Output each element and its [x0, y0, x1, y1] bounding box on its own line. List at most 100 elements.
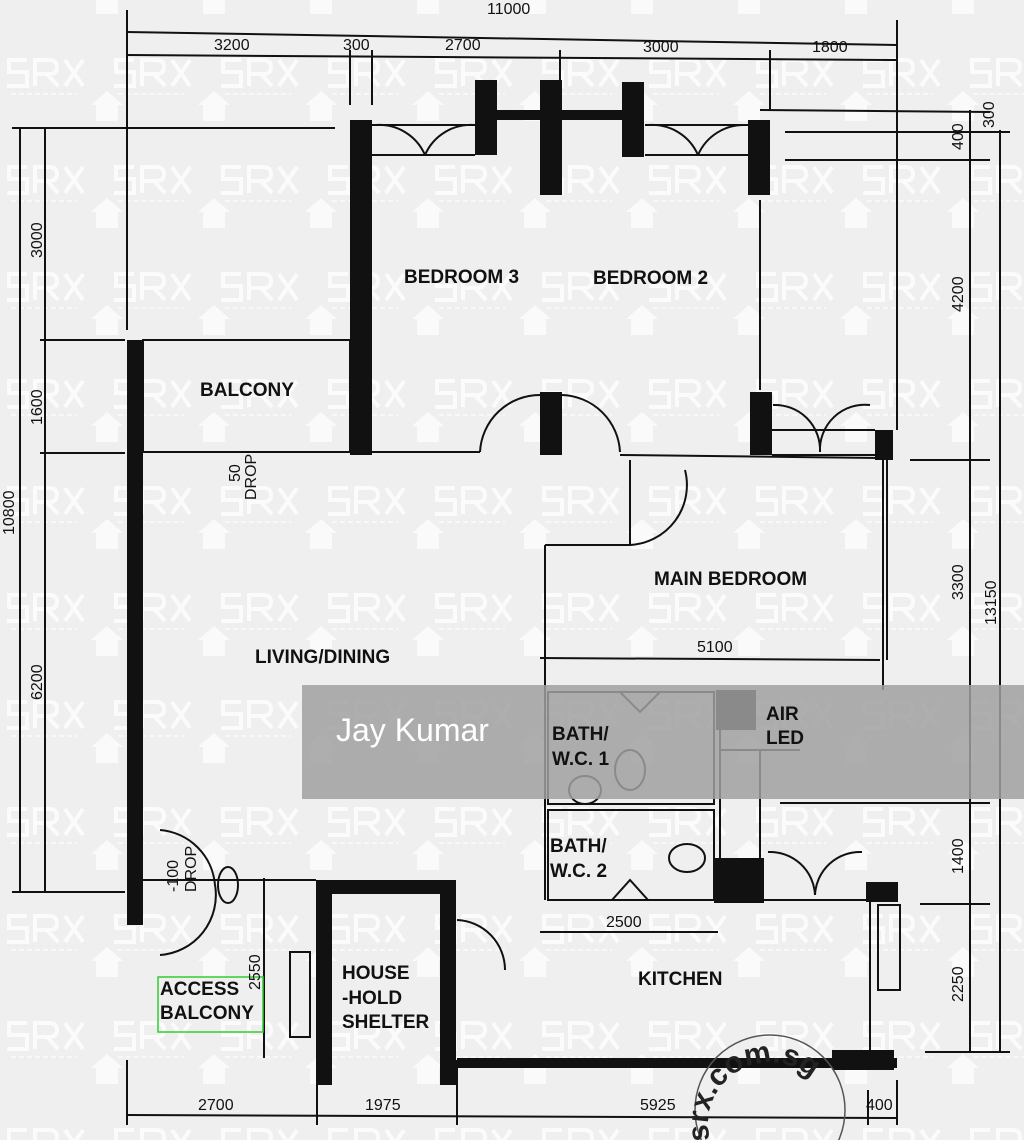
dim-left-total: 10800: [1, 490, 18, 535]
srx-watermark-logo-icon: [968, 945, 1024, 1059]
srx-watermark-logo-icon: [5, 0, 125, 96]
label-air: AIR: [766, 704, 799, 725]
srx-watermark-logo-icon: [5, 1052, 125, 1140]
srx-watermark-logo-icon: [219, 517, 339, 631]
srx-watermark-logo-icon: [540, 196, 660, 310]
label-wc-1: W.C. 1: [552, 749, 609, 770]
srx-watermark-logo-icon: [5, 303, 125, 417]
srx-watermark-logo-icon: [968, 303, 1024, 417]
dim-right-3: 3300: [950, 564, 967, 600]
stamp-text: srx.com.sg: [682, 1035, 827, 1140]
label-kitchen: KITCHEN: [638, 969, 722, 990]
srx-watermark-logo-icon: [540, 517, 660, 631]
srx-watermark-logo-icon: [326, 838, 446, 952]
srx-watermark-logo-icon: [112, 0, 232, 96]
dim-top-4: 1800: [812, 39, 848, 56]
srx-watermark-logo-icon: [647, 196, 767, 310]
dim-bottom-3: 400: [866, 1097, 893, 1114]
dim-right-0: 300: [981, 101, 998, 128]
label-wc-2: W.C. 2: [550, 861, 607, 882]
srx-watermark-logo-icon: [433, 303, 553, 417]
dim-right-1: 400: [950, 123, 967, 150]
srx-stamp-watermark: srx.com.sg: [682, 1034, 846, 1140]
label-bedroom-3: BEDROOM 3: [404, 267, 519, 288]
srx-watermark-logo-icon: [647, 89, 767, 203]
srx-watermark-logo-icon: [5, 731, 125, 845]
dim-bottom-0: 2700: [198, 1097, 234, 1114]
srx-watermark-logo-icon: [861, 410, 981, 524]
srx-watermark-logo-icon: [647, 303, 767, 417]
label-bedroom-2: BEDROOM 2: [593, 268, 708, 289]
srx-watermark-logo-icon: [861, 303, 981, 417]
dim-bottom-2: 5925: [640, 1097, 676, 1114]
srx-watermark-logo-icon: [754, 303, 874, 417]
dim-left-0: 3000: [29, 222, 46, 258]
label-main-bedroom: MAIN BEDROOM: [654, 569, 807, 590]
srx-watermark-logo-icon: [326, 517, 446, 631]
srx-watermark-logo-icon: [5, 410, 125, 524]
dim-top-2: 2700: [445, 37, 481, 54]
dim-top-0: 3200: [214, 37, 250, 54]
dim-right-4: 1400: [950, 838, 967, 874]
dim-bottom-1: 1975: [365, 1097, 401, 1114]
srx-watermark-pattern: [5, 0, 1024, 1140]
srx-watermark-logo-icon: [112, 89, 232, 203]
srx-watermark-logo-icon: [433, 196, 553, 310]
dim-right-2: 4200: [950, 276, 967, 312]
dim-main-bedroom-width: 5100: [697, 639, 733, 656]
dim-right-total: 13150: [983, 580, 1000, 625]
label-access: ACCESS: [160, 979, 239, 1000]
dim-top-3: 3000: [643, 39, 679, 56]
svg-text:srx.com.sg: srx.com.sg: [682, 1035, 827, 1140]
label-drop-100: -100: [165, 860, 182, 892]
srx-watermark-logo-icon: [968, 410, 1024, 524]
label-hold: -HOLD: [342, 988, 402, 1009]
srx-watermark-logo-icon: [968, 1052, 1024, 1140]
label-drop-100-unit: DROP: [183, 846, 200, 892]
srx-watermark-logo-icon: [540, 945, 660, 1059]
srx-watermark-logo-icon: [326, 89, 446, 203]
srx-watermark-logo-icon: [326, 196, 446, 310]
srx-watermark-logo-icon: [754, 89, 874, 203]
label-bath-2: BATH/: [550, 836, 607, 857]
srx-watermark-logo-icon: [754, 945, 874, 1059]
srx-watermark-logo-icon: [219, 89, 339, 203]
label-living-dining: LIVING/DINING: [255, 647, 390, 668]
srx-watermark-logo-icon: [5, 89, 125, 203]
label-led: LED: [766, 728, 804, 749]
dim-left-2: 6200: [29, 664, 46, 700]
overlay-name: Jay Kumar: [336, 712, 489, 748]
srx-watermark-logo-icon: [968, 838, 1024, 952]
srx-watermark-logo-icon: [5, 624, 125, 738]
srx-watermark-logo-icon: [968, 0, 1024, 96]
srx-watermark-logo-icon: [5, 945, 125, 1059]
name-overlay-banner: Jay Kumar: [302, 685, 1024, 799]
srx-watermark-logo-icon: [5, 196, 125, 310]
access-balcony-highlight: [157, 976, 264, 1033]
dim-right-5: 2250: [950, 966, 967, 1002]
srx-watermark-logo-icon: [112, 945, 232, 1059]
srx-watermark-logo-icon: [968, 196, 1024, 310]
dim-top-1: 300: [343, 37, 370, 54]
label-access-balcony: BALCONY: [160, 1003, 254, 1024]
srx-watermark-logo-icon: [326, 303, 446, 417]
dimension-lines: [12, 10, 1010, 1125]
srx-watermark-logo-icon: [861, 0, 981, 96]
srx-watermark-logo-icon: [433, 517, 553, 631]
label-house: HOUSE: [342, 963, 410, 984]
dim-access-balcony: 2550: [247, 954, 264, 990]
label-drop-50-unit: DROP: [243, 454, 260, 500]
label-balcony: BALCONY: [200, 380, 294, 401]
dim-top-total: 11000: [487, 1, 530, 18]
srx-watermark-logo-icon: [112, 196, 232, 310]
label-shelter: SHELTER: [342, 1012, 430, 1033]
srx-watermark-logo-icon: [219, 196, 339, 310]
srx-watermark-logo-icon: [433, 410, 553, 524]
srx-watermark-logo-icon: [5, 517, 125, 631]
srx-watermark-logo-icon: [647, 410, 767, 524]
srx-watermark-logo-icon: [326, 410, 446, 524]
label-bath-1: BATH/: [552, 724, 609, 745]
srx-watermark-logo-icon: [754, 196, 874, 310]
dim-bath-width: 2500: [606, 914, 642, 931]
